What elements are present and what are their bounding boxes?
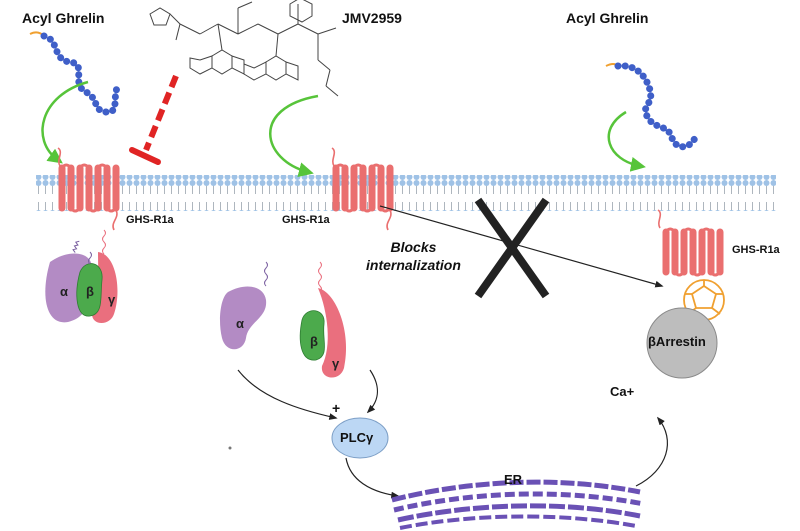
ghs-r1a-label-middle: GHS-R1a xyxy=(282,214,330,226)
blocks-line2: internalization xyxy=(366,257,461,273)
er-to-calcium-arrow xyxy=(635,416,668,487)
plc-gamma-label: PLCγ xyxy=(340,430,374,445)
jmv2959-structure xyxy=(149,0,339,97)
activation-arrow-left xyxy=(41,80,89,164)
cell-membrane xyxy=(36,175,776,211)
plus-sign: + xyxy=(332,400,341,416)
beta-label-middle: β xyxy=(310,334,318,349)
acyl-ghrelin-peptide-right xyxy=(605,62,700,151)
inhibition-arrow xyxy=(129,74,179,165)
beta-arrestin xyxy=(646,307,718,379)
g-protein-complex-left xyxy=(45,229,118,323)
ghs-r1a-receptor-right xyxy=(657,209,724,277)
er-label: ER xyxy=(504,472,523,487)
ghs-r1a-receptor-left xyxy=(57,147,120,231)
internalization-arrow xyxy=(379,205,664,288)
jmv2959-label: JMV2959 xyxy=(342,10,402,26)
alpha-to-plc-arrow xyxy=(237,369,338,420)
acyl-ghrelin-peptide-left xyxy=(29,31,122,116)
stray-dot xyxy=(228,446,232,450)
ghs-r1a-label-left: GHS-R1a xyxy=(126,214,174,226)
plc-gamma xyxy=(331,417,389,459)
plc-to-er-arrow xyxy=(345,457,400,499)
activation-arrow-right xyxy=(607,110,646,172)
blocks-internalization-label: Blocks internalization xyxy=(366,238,461,274)
betagamma-to-plc-arrow xyxy=(366,369,378,414)
ghs-r1a-label-right: GHS-R1a xyxy=(732,244,780,256)
calcium-label: Ca+ xyxy=(610,384,635,399)
alpha-label-middle: α xyxy=(236,316,244,331)
blocks-line1: Blocks xyxy=(390,239,437,255)
acyl-ghrelin-label-left: Acyl Ghrelin xyxy=(22,10,105,26)
ghs-r1a-receptor-middle xyxy=(331,147,394,231)
gamma-label-left: γ xyxy=(108,292,116,307)
gamma-label-middle: γ xyxy=(332,356,340,371)
beta-label-left: β xyxy=(86,284,94,299)
block-x-icon xyxy=(474,197,550,299)
activation-arrow-middle xyxy=(269,94,319,177)
alpha-label-left: α xyxy=(60,284,68,299)
g-beta-gamma-subunits xyxy=(299,261,347,378)
beta-arrestin-label: βArrestin xyxy=(648,334,706,349)
endoplasmic-reticulum xyxy=(391,479,645,530)
g-alpha-subunit xyxy=(220,261,268,350)
acyl-ghrelin-label-right: Acyl Ghrelin xyxy=(566,10,649,26)
